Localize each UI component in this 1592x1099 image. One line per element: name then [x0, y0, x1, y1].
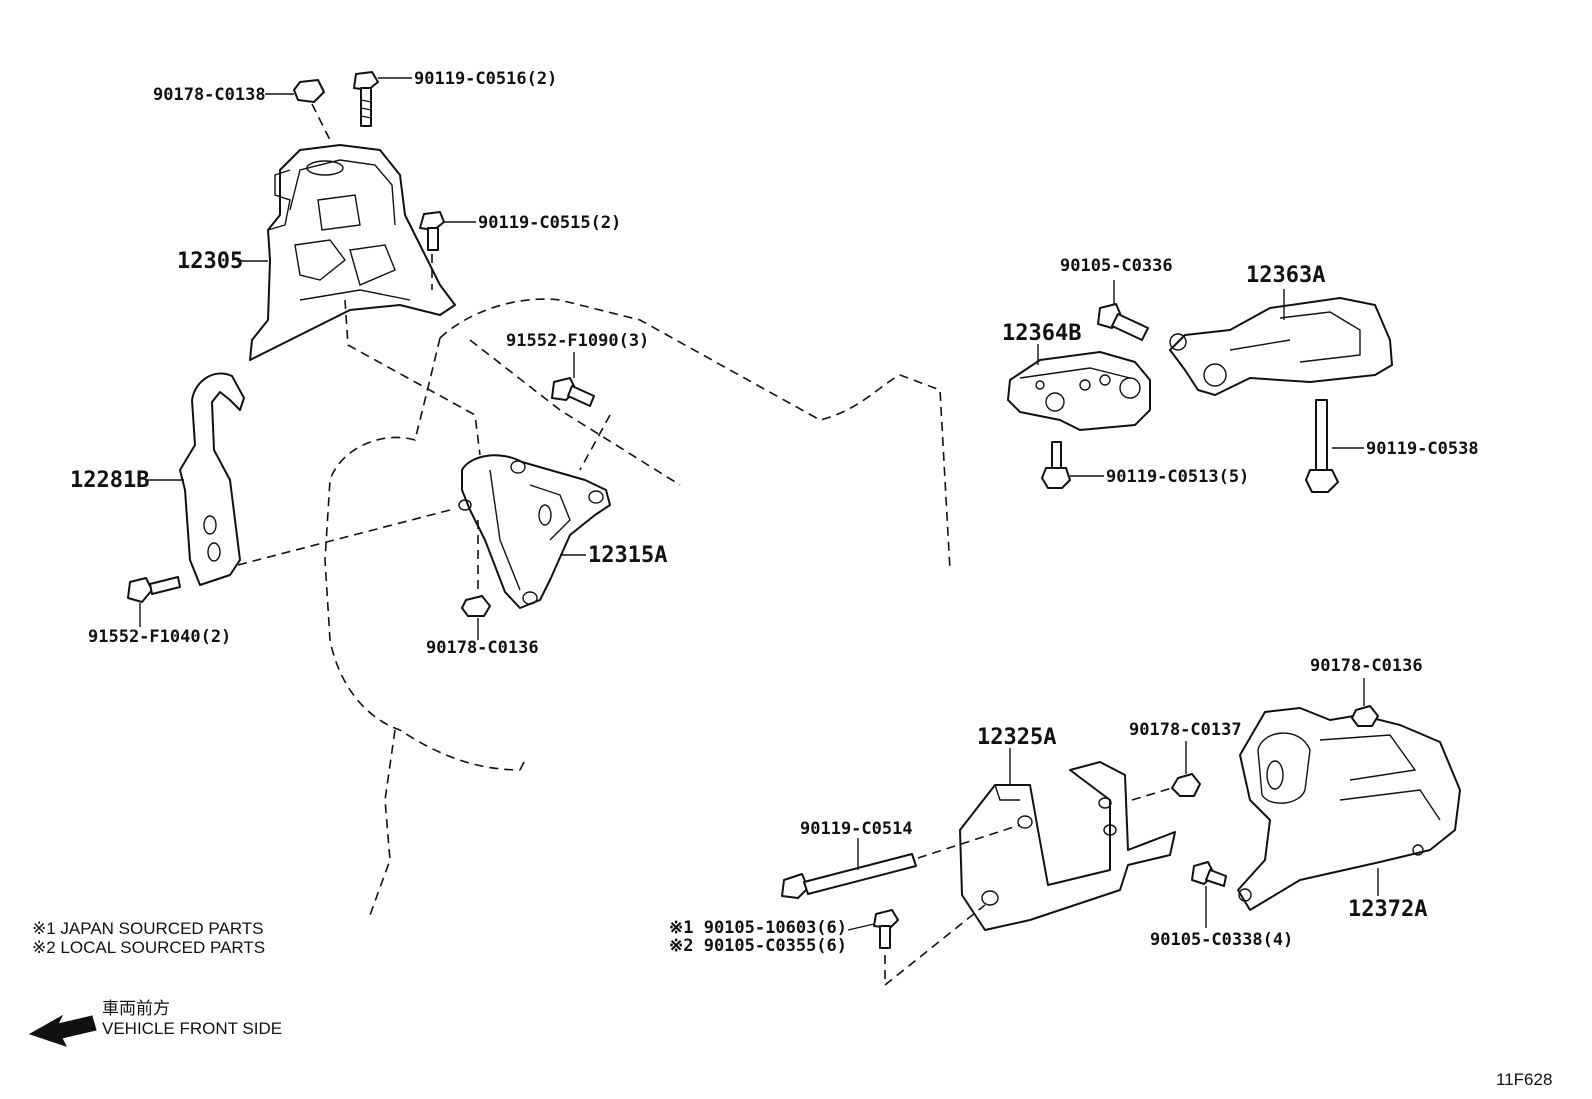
bolt-90105-10603 [873, 904, 986, 986]
bolt-90119-C0538 [1305, 399, 1339, 493]
label-90105-C0355: ※2 90105-C0355(6) [669, 936, 847, 956]
label-90105-C0336: 90105-C0336 [1060, 256, 1173, 276]
label-90119-C0516: 90119-C0516(2) [414, 69, 557, 89]
label-12305: 12305 [177, 249, 243, 274]
bolt-90119-C0514 [781, 824, 1021, 899]
note-local-sourced: ※2 LOCAL SOURCED PARTS [32, 938, 265, 957]
label-90119-C0514: 90119-C0514 [800, 819, 913, 839]
label-12315A: 12315A [588, 543, 667, 568]
label-12372A: 12372A [1348, 897, 1427, 922]
label-90105-C0338: 90105-C0338(4) [1150, 930, 1293, 950]
label-90119-C0513: 90119-C0513(5) [1106, 467, 1249, 487]
mount-12372A [1237, 707, 1461, 911]
label-12364B: 12364B [1002, 321, 1081, 346]
nut-90178-C0136-lower [461, 520, 491, 617]
bolt-90119-C0515 [419, 211, 445, 290]
bolt-90119-C0516 [353, 71, 379, 127]
label-12281B: 12281B [70, 468, 149, 493]
note-japan-sourced: ※1 JAPAN SOURCED PARTS [32, 919, 264, 938]
direction-label-en: VEHICLE FRONT SIDE [102, 1019, 282, 1038]
bolt-90105-C0338 [1191, 861, 1227, 887]
label-12325A: 12325A [977, 725, 1056, 750]
label-90178-C0136-lower: 90178-C0136 [426, 638, 539, 658]
direction-label-jp: 車両前方 [102, 999, 170, 1018]
bracket-12364B [1007, 351, 1151, 431]
nut-90178-C0138 [293, 79, 331, 141]
label-90119-C0515: 90119-C0515(2) [478, 213, 621, 233]
label-91552-F1040: 91552-F1040(2) [88, 627, 231, 647]
bolt-91552-F1040 [127, 576, 181, 603]
nut-90178-C0137 [1131, 773, 1201, 801]
label-90105-10603: ※1 90105-10603(6) [669, 918, 847, 938]
label-90178-C0138: 90178-C0138 [153, 85, 266, 105]
bracket-12325A [959, 761, 1176, 931]
bracket-12281B [179, 372, 451, 586]
label-90119-C0538: 90119-C0538 [1366, 439, 1479, 459]
label-90178-C0137: 90178-C0137 [1129, 720, 1242, 740]
label-90178-C0136-upper: 90178-C0136 [1310, 656, 1423, 676]
figure-code: 11F628 [1496, 1070, 1552, 1089]
arm-12363A [1169, 297, 1393, 396]
bolt-90105-C0336 [1097, 303, 1149, 341]
label-91552-F1090: 91552-F1090(3) [506, 331, 649, 351]
leader-lines [139, 77, 1379, 931]
bracket-12315A [458, 454, 611, 609]
bolt-91552-F1090 [551, 377, 611, 471]
bolt-90119-C0513 [1041, 441, 1071, 489]
label-12363A: 12363A [1246, 263, 1325, 288]
nut-90178-C0136-upper [1351, 705, 1379, 727]
engine-outline [324, 298, 951, 916]
arrow-left-icon [28, 1014, 97, 1047]
engine-mount-12305 [249, 144, 456, 361]
